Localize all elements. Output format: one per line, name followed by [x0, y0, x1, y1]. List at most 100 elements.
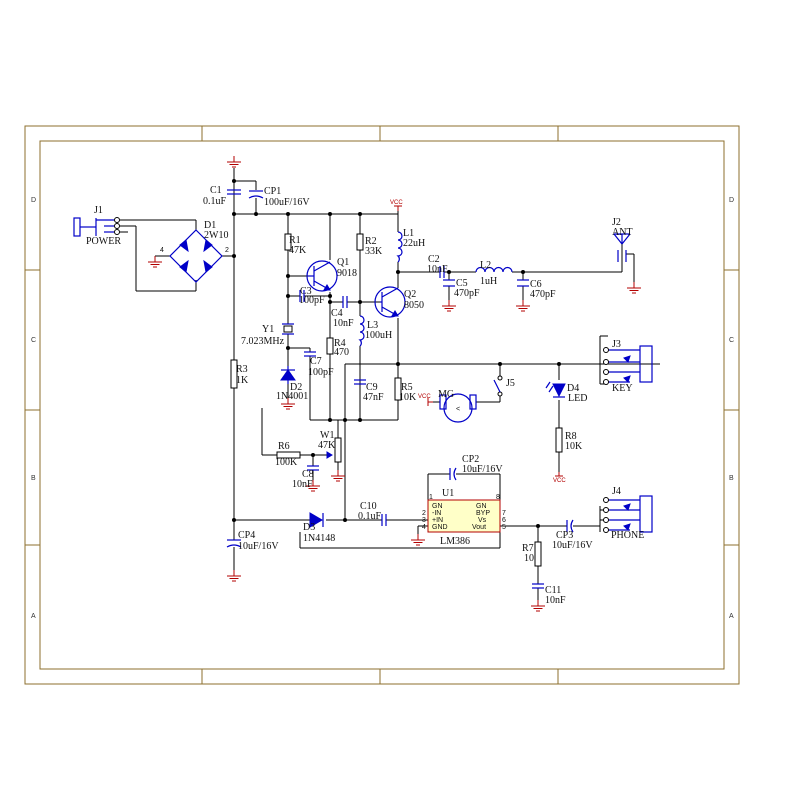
capacitor-c10: C10 0.1uF: [358, 501, 387, 526]
r4-ref: R4: [334, 338, 346, 349]
capacitor-cp1: CP1 100uF/16V: [248, 186, 310, 208]
row-label-c-right: C: [729, 337, 734, 344]
crystal-y1: Y1 7.023MHz: [241, 323, 294, 347]
r3-ref: R3: [236, 364, 248, 375]
r2-value: 33K: [365, 246, 383, 257]
j1-power-label: POWER: [86, 236, 121, 247]
c10-ref: C10: [360, 501, 377, 512]
capacitor-c2: C2 10nF: [427, 254, 448, 278]
vcc-label-mg: VCC: [418, 394, 431, 400]
d4-ref: D4: [567, 383, 579, 394]
d3-ref: D3: [303, 522, 315, 533]
y1-ref: Y1: [262, 324, 274, 335]
inductor-l1: L1 22uH: [396, 228, 425, 263]
r8-value: 10K: [565, 441, 583, 452]
c8-ref: C8: [302, 469, 314, 480]
w1-value: 47K: [318, 440, 336, 451]
c9-value: 47nF: [363, 392, 384, 403]
u1-num-7: 7: [502, 510, 506, 517]
row-label-b-left: B: [31, 475, 36, 482]
j2-ant-label: ANT: [612, 227, 633, 238]
cp3-ref: CP3: [556, 530, 573, 541]
l3-value: 100uH: [365, 330, 392, 341]
u1-pin-byp: BYP: [476, 510, 490, 517]
cp2-ref: CP2: [462, 454, 479, 465]
r7-value: 10: [524, 553, 534, 564]
c3-value: 100pF: [299, 295, 325, 306]
c6-ref: C6: [530, 279, 542, 290]
resistor-r5: R5 10K: [394, 377, 417, 403]
row-label-c-left: C: [31, 337, 36, 344]
diode-d3: D3 1N4148: [303, 512, 335, 544]
q1-value: 9018: [337, 268, 357, 279]
inductor-l3: L3 100uH: [358, 315, 392, 347]
bridge-rectifier-d1: D1 2W10 4 2: [160, 220, 229, 283]
c1-value: 0.1uF: [203, 196, 227, 207]
j3-key-label: KEY: [612, 383, 633, 394]
u1-pin-gnd: GND: [432, 524, 448, 531]
capacitor-c1: C1 0.1uF: [203, 185, 241, 207]
capacitor-c6: C6 470pF: [517, 279, 556, 300]
q1-ref: Q1: [337, 257, 349, 268]
d2-ref: D2: [290, 382, 302, 393]
c4-value: 10nF: [333, 318, 354, 329]
key-jack-j3: J3 KEY: [599, 335, 653, 394]
r8-ref: R8: [565, 431, 577, 442]
u1-num-1: 1: [429, 494, 433, 501]
diode-d2: D2 1N4001: [276, 366, 308, 402]
u1-pin-vs: Vs: [478, 517, 487, 524]
u1-num-3: 3: [422, 517, 426, 524]
cp3-value: 10uF/16V: [552, 540, 593, 551]
capacitor-c7: C7 100pF: [304, 351, 334, 378]
c10-value: 0.1uF: [358, 511, 382, 522]
r1-ref: R1: [289, 235, 301, 246]
j4-phone-label: PHONE: [611, 530, 644, 541]
inductor-l2: L2 1uH: [475, 260, 513, 287]
antenna-j2: J2 ANT: [612, 217, 633, 262]
r5-ref: R5: [401, 382, 413, 393]
c3-ref: C3: [300, 286, 312, 297]
resistor-r6: R6 100K: [275, 441, 301, 468]
l3-ref: L3: [367, 320, 378, 331]
cp1-value: 100uF/16V: [264, 197, 310, 208]
u1-pin-gn1: GN: [432, 503, 443, 510]
j1-ref: J1: [94, 205, 103, 216]
capacitor-cp3: CP3 10uF/16V: [552, 519, 593, 551]
capacitor-cp4: CP4 10uF/16V: [226, 530, 279, 558]
r4-value: 470: [334, 347, 349, 358]
u1-pin-minus-in: -IN: [432, 510, 441, 517]
w1-ref: W1: [320, 430, 334, 441]
capacitor-c9: C9 47nF: [354, 379, 384, 403]
cp2-value: 10uF/16V: [462, 464, 503, 475]
l1-ref: L1: [403, 228, 414, 239]
u1-num-5: 5: [502, 524, 506, 531]
c1-ref: C1: [210, 185, 222, 196]
u1-pin-vout: Vout: [472, 524, 486, 531]
phone-jack-j4: J4 PHONE: [600, 486, 653, 541]
d4-led-label: LED: [568, 393, 587, 404]
d3-value: 1N4148: [303, 533, 335, 544]
svg-text:<: <: [456, 406, 460, 413]
vcc-label-r8: VCC: [553, 478, 566, 484]
resistor-r1: R1 47K: [284, 233, 307, 256]
row-label-d-left: D: [31, 197, 36, 204]
transistor-q2: Q2 8050: [374, 286, 424, 318]
c5-value: 470pF: [454, 288, 480, 299]
j5-ref: J5: [506, 378, 515, 389]
l1-value: 22uH: [403, 238, 425, 249]
cp4-ref: CP4: [238, 530, 255, 541]
u1-num-6: 6: [502, 517, 506, 524]
q2-ref: Q2: [404, 289, 416, 300]
r1-value: 47K: [289, 245, 307, 256]
c11-value: 10nF: [545, 595, 566, 606]
u1-num-8: 8: [496, 494, 500, 501]
vcc-symbols: VCC VCC VCC: [390, 200, 566, 484]
capacitor-c11: C11 10nF: [532, 583, 566, 606]
capacitor-c3: C3 100pF: [299, 286, 325, 306]
u1-value: LM386: [440, 536, 470, 547]
cp4-value: 10uF/16V: [238, 541, 279, 552]
resistor-r3: R3 1K: [230, 359, 249, 389]
d1-pin-2: 2: [225, 247, 229, 254]
